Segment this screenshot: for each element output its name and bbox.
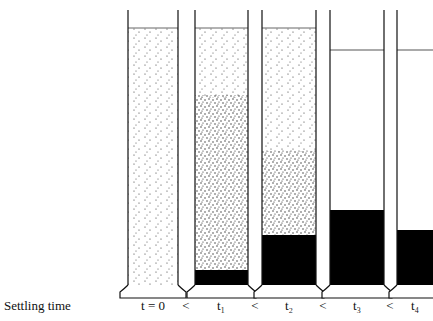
less-than: < bbox=[182, 299, 189, 312]
cylinder bbox=[187, 10, 256, 298]
time-label: t₄ bbox=[411, 299, 419, 312]
cylinder bbox=[254, 10, 324, 298]
less-than: < bbox=[386, 299, 393, 312]
time-label: t₂ bbox=[285, 299, 293, 312]
cylinder bbox=[120, 10, 186, 298]
axis-title: Settling time bbox=[4, 299, 71, 312]
time-label: t₁ bbox=[217, 299, 225, 312]
time-label: t₃ bbox=[353, 299, 361, 312]
time-label: t = 0 bbox=[141, 299, 165, 312]
cylinder bbox=[389, 10, 433, 298]
cylinder bbox=[322, 10, 392, 298]
less-than: < bbox=[251, 299, 258, 312]
less-than: < bbox=[319, 299, 326, 312]
